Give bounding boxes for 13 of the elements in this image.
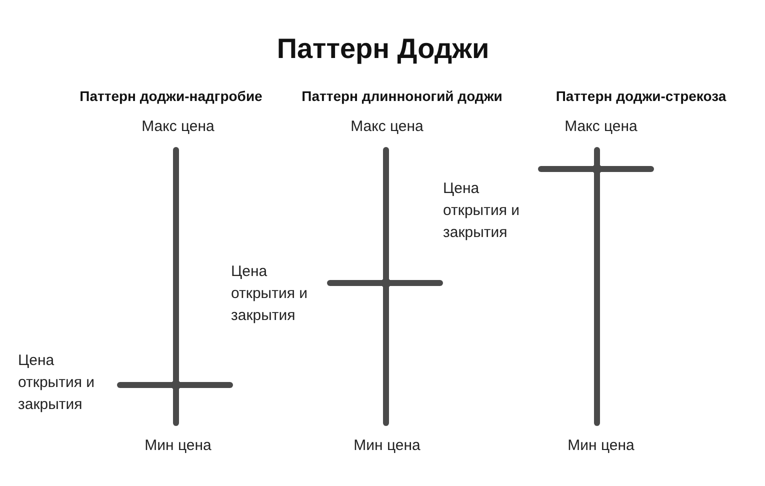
pattern-heading: Паттерн длинноногий доджи xyxy=(302,88,502,105)
max-price-label: Макс цена xyxy=(350,118,424,136)
pattern-heading: Паттерн доджи-стрекоза xyxy=(556,88,726,105)
open-close-price-label: Цена открытия и закрытия xyxy=(18,351,96,415)
min-price-label: Мин цена xyxy=(354,437,420,455)
min-price-label: Мин цена xyxy=(144,437,212,455)
diagram-title: Паттерн Доджи xyxy=(276,32,490,66)
min-price-label: Мин цена xyxy=(568,437,634,455)
pattern-heading: Паттерн доджи-надгробие xyxy=(80,88,262,105)
max-price-label: Макс цена xyxy=(564,118,638,136)
max-price-label: Макс цена xyxy=(142,118,214,136)
open-close-price-label: Цена открытия и закрытия xyxy=(231,262,308,326)
open-close-price-label: Цена открытия и закрытия xyxy=(443,179,520,243)
